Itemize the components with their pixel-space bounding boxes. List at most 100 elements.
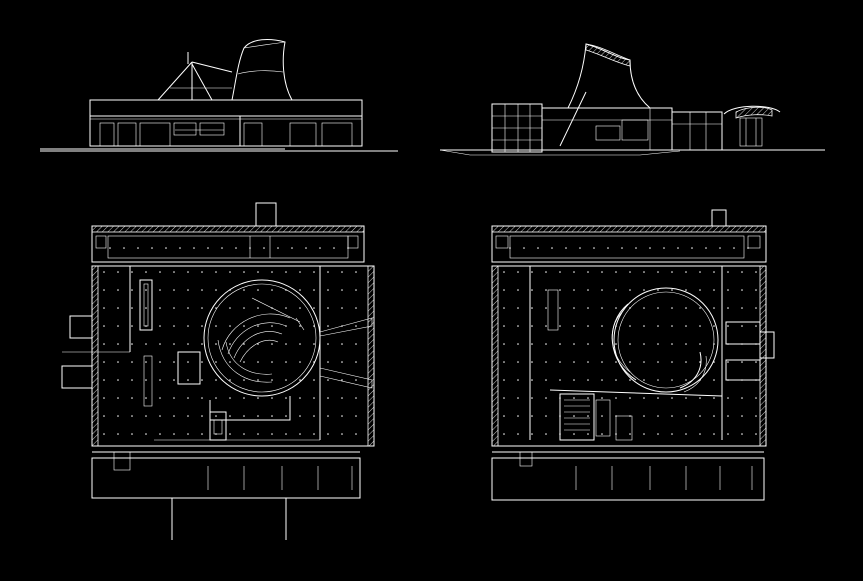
column-dot — [503, 307, 505, 309]
column-dot — [755, 289, 757, 291]
column-dot — [517, 289, 519, 291]
column-dot — [565, 247, 567, 249]
column-dot — [615, 433, 617, 435]
column-dot — [573, 271, 575, 273]
column-dot — [657, 397, 659, 399]
column-dot — [727, 289, 729, 291]
column-dot — [643, 361, 645, 363]
column-dot — [531, 379, 533, 381]
column-dot — [299, 289, 301, 291]
column-dot — [285, 325, 287, 327]
column-dot — [201, 433, 203, 435]
column-dot — [215, 271, 217, 273]
assembly-chamber — [203, 279, 321, 397]
column-dot — [103, 433, 105, 435]
column-dot — [271, 379, 273, 381]
column-dot — [151, 247, 153, 249]
column-dot — [713, 415, 715, 417]
column-dot — [741, 307, 743, 309]
column-dot — [517, 325, 519, 327]
column-dot — [601, 379, 603, 381]
column-dot — [159, 433, 161, 435]
column-dot — [131, 307, 133, 309]
column-dot — [313, 415, 315, 417]
column-dot — [159, 361, 161, 363]
column-dot — [741, 379, 743, 381]
column-dot — [285, 271, 287, 273]
column-dot — [313, 343, 315, 345]
column-dot — [517, 397, 519, 399]
column-dot — [573, 433, 575, 435]
column-dot — [587, 325, 589, 327]
column-dot — [201, 397, 203, 399]
column-dot — [257, 271, 259, 273]
column-dot — [531, 415, 533, 417]
column-dot — [657, 361, 659, 363]
elevation-right — [439, 43, 825, 156]
column-dot — [173, 433, 175, 435]
column-dot — [299, 379, 301, 381]
column-dot — [347, 247, 349, 249]
column-dot — [579, 247, 581, 249]
column-dot — [615, 343, 617, 345]
column-dot — [755, 325, 757, 327]
column-dot — [531, 307, 533, 309]
column-dot — [145, 271, 147, 273]
column-dot — [573, 397, 575, 399]
column-dot — [131, 343, 133, 345]
column-dot — [187, 307, 189, 309]
column-dot — [699, 415, 701, 417]
column-dot — [201, 379, 203, 381]
column-dot — [545, 289, 547, 291]
column-dot — [313, 271, 315, 273]
column-dot — [545, 415, 547, 417]
column-dot — [559, 271, 561, 273]
column-dot — [629, 361, 631, 363]
column-dot — [355, 289, 357, 291]
column-dot — [221, 247, 223, 249]
column-dot — [327, 379, 329, 381]
column-dot — [229, 343, 231, 345]
column-dot — [215, 289, 217, 291]
column-dot — [587, 397, 589, 399]
column-dot — [545, 397, 547, 399]
column-dot — [629, 325, 631, 327]
column-dot — [573, 361, 575, 363]
column-dot — [131, 379, 133, 381]
column-dot — [103, 271, 105, 273]
column-dot — [243, 289, 245, 291]
assembly-chamber — [613, 287, 719, 393]
column-dot — [201, 325, 203, 327]
column-dot — [299, 325, 301, 327]
column-dot — [741, 433, 743, 435]
column-dot — [713, 379, 715, 381]
column-dot — [229, 415, 231, 417]
column-dot — [727, 397, 729, 399]
column-dot — [173, 415, 175, 417]
column-dot — [517, 271, 519, 273]
column-dot — [103, 361, 105, 363]
column-dot — [517, 415, 519, 417]
column-dot — [713, 307, 715, 309]
column-dot — [103, 325, 105, 327]
plan-left — [61, 202, 375, 540]
column-dot — [713, 343, 715, 345]
column-dot — [713, 325, 715, 327]
stair-core — [559, 393, 633, 441]
column-dot — [551, 247, 553, 249]
column-dot — [215, 379, 217, 381]
column-dot — [257, 307, 259, 309]
plan-right — [491, 209, 775, 501]
column-dot — [503, 325, 505, 327]
canopy — [723, 105, 781, 115]
column-dot — [159, 307, 161, 309]
column-dot — [643, 343, 645, 345]
column-dot — [327, 415, 329, 417]
column-dot — [559, 361, 561, 363]
column-dot — [699, 289, 701, 291]
column-dot — [285, 307, 287, 309]
column-dot — [341, 307, 343, 309]
column-dot — [271, 361, 273, 363]
column-dot — [355, 325, 357, 327]
column-dot — [187, 325, 189, 327]
